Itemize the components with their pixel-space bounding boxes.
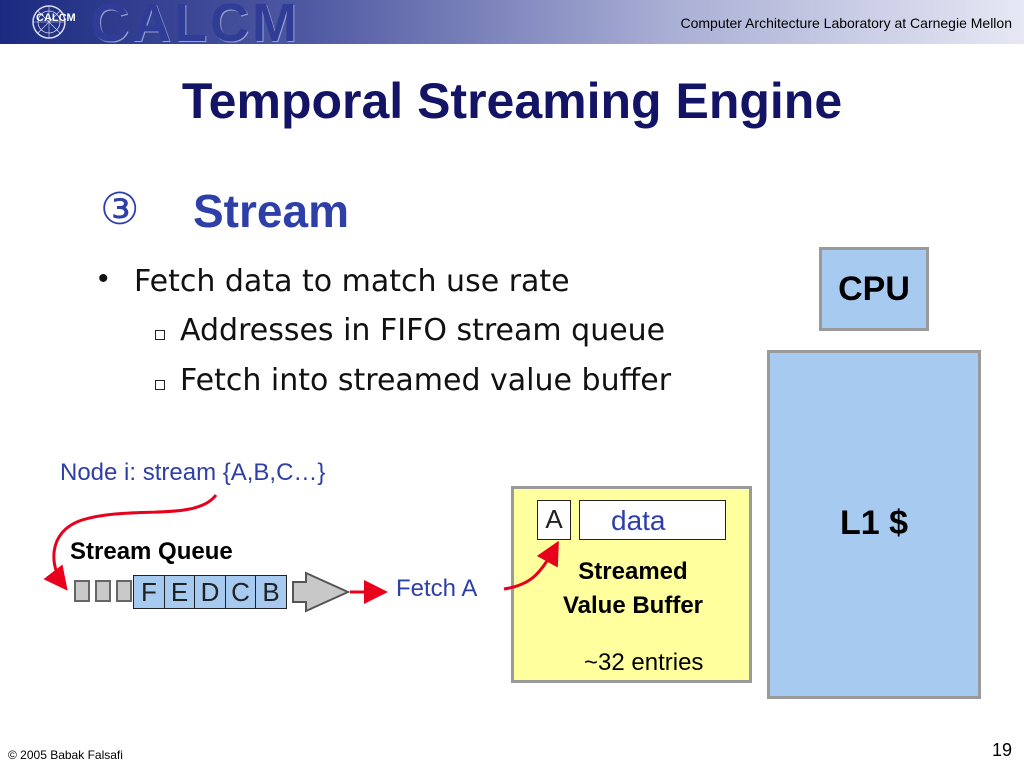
fetch-a-label: Fetch A: [396, 575, 478, 602]
l1-cache-box: [767, 350, 981, 699]
svb-name: Streamed Value Buffer: [538, 555, 728, 623]
queue-exit-arrow: [292, 571, 351, 613]
queue-ghost-cell: [74, 580, 90, 602]
svb-address-cell: A: [537, 500, 571, 540]
node-stream-label: Node i: stream {A,B,C…}: [60, 459, 326, 486]
calcm-logo-icon: [32, 5, 66, 39]
cpu-label: CPU: [838, 269, 910, 308]
sub-bullet-square-icon: [155, 380, 165, 390]
section-number: ③: [100, 184, 140, 235]
sub-bullet-fifo: Addresses in FIFO stream queue: [180, 313, 666, 348]
svb-name-line1: Streamed: [578, 558, 688, 585]
queue-cell: E: [163, 575, 196, 609]
queue-cell: C: [224, 575, 257, 609]
stream-queue-cells: F E D C B: [133, 575, 287, 609]
queue-ghost-cell: [95, 580, 111, 602]
bullet-dot: •: [98, 262, 109, 295]
header-banner: [0, 0, 1024, 44]
stream-queue-label: Stream Queue: [70, 538, 233, 565]
svb-data-cell: [579, 500, 726, 540]
slide-title: Temporal Streaming Engine: [181, 73, 843, 129]
cpu-box: CPU: [819, 247, 929, 331]
fetch-to-svb-arrow: [503, 540, 559, 591]
sub-bullet-square-icon: [155, 330, 165, 340]
node-to-queue-arrow: [43, 494, 218, 591]
logo-small-text: CALCM: [36, 12, 76, 24]
queue-cell: F: [133, 575, 165, 609]
svb-name-line2: Value Buffer: [562, 592, 704, 619]
page-number: 19: [992, 740, 1013, 760]
section-title: Stream: [193, 185, 349, 237]
sub-bullet-svb: Fetch into streamed value buffer: [180, 363, 672, 398]
l1-cache-label: L1 $: [839, 504, 909, 542]
queue-cell: B: [255, 575, 287, 609]
copyright: © 2005 Babak Falsafi: [8, 748, 123, 762]
bullet-fetch-rate: Fetch data to match use rate: [134, 264, 570, 299]
lab-name: Computer Architecture Laboratory at Carn…: [680, 15, 1012, 31]
queue-ghost-cell: [116, 580, 132, 602]
logo-wordmark: CALCM: [90, 0, 300, 53]
svb-entries-label: ~32 entries: [584, 649, 704, 676]
svb-data-label: data: [611, 505, 666, 536]
